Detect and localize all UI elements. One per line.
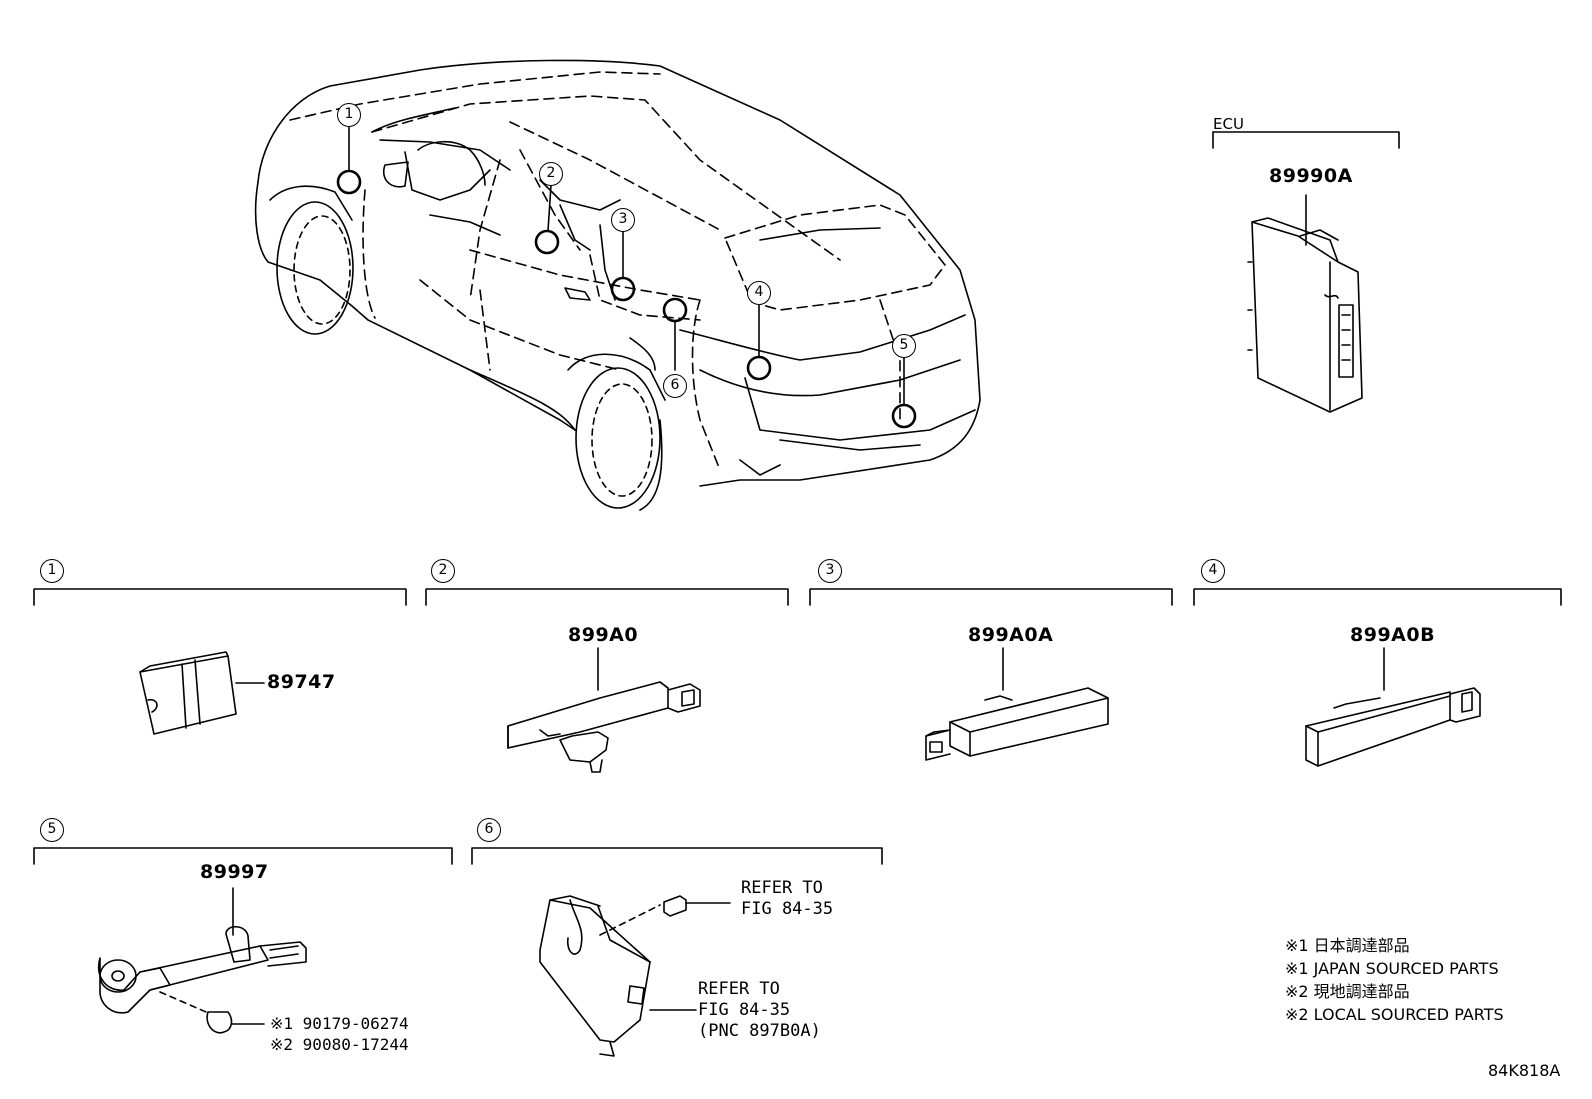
- refer-label-2-line3: (PNC 897B0A): [698, 1021, 821, 1041]
- part-number-89747: 89747: [267, 671, 336, 693]
- note-4: ※2 LOCAL SOURCED PARTS: [1285, 1005, 1504, 1024]
- clip-part-number-1: ※1 90179-06274: [270, 1014, 409, 1033]
- part-number-899A0B: 899A0B: [1350, 624, 1436, 646]
- part-899A0-illustration: [507, 647, 701, 773]
- section-brackets: [33, 588, 1562, 865]
- callout-5: 5: [892, 334, 916, 358]
- ecu-group-label: ECU: [1213, 115, 1244, 133]
- refer-label-1-line2: FIG 84-35: [741, 899, 834, 919]
- section-6-number: 6: [477, 818, 501, 842]
- part-number-89997: 89997: [200, 861, 269, 883]
- ecu-part-number: 89990A: [1269, 165, 1353, 187]
- part-number-899A0: 899A0: [568, 624, 639, 646]
- refer-label-1-line1: REFER TO: [741, 878, 823, 898]
- section-5-number: 5: [40, 818, 64, 842]
- illustration-code: 84K818A: [1488, 1061, 1561, 1080]
- part-number-899A0A: 899A0A: [968, 624, 1054, 646]
- ecu-illustration: [1212, 131, 1400, 413]
- part-89997-illustration: [97, 887, 307, 1034]
- refer-label-2-line2: FIG 84-35: [698, 1000, 791, 1020]
- section-1-number: 1: [40, 559, 64, 583]
- callout-2: 2: [539, 162, 563, 186]
- clip-part-number-2: ※2 90080-17244: [270, 1035, 409, 1054]
- section-4-number: 4: [1201, 559, 1225, 583]
- part-899A0B-illustration: [1305, 647, 1481, 767]
- callout-4: 4: [747, 281, 771, 305]
- note-3: ※2 現地調達部品: [1285, 982, 1410, 1001]
- part-899A0A-illustration: [925, 647, 1109, 761]
- part-section6-illustration: [539, 895, 731, 1057]
- vehicle-illustration: [254, 59, 981, 511]
- note-1: ※1 日本調達部品: [1285, 936, 1410, 955]
- section-2-number: 2: [431, 559, 455, 583]
- part-89747-illustration: [139, 651, 265, 735]
- callout-1: 1: [337, 103, 361, 127]
- section-3-number: 3: [818, 559, 842, 583]
- callout-3: 3: [611, 208, 635, 232]
- callout-6: 6: [663, 374, 687, 398]
- note-2: ※1 JAPAN SOURCED PARTS: [1285, 959, 1499, 978]
- refer-label-2-line1: REFER TO: [698, 979, 780, 999]
